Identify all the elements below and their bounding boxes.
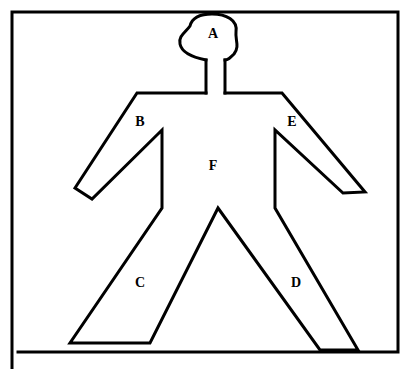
neck-line [224, 60, 227, 93]
neck-line [205, 60, 208, 93]
frame-line [12, 12, 398, 369]
part-label: F [209, 159, 218, 173]
part-label: C [135, 276, 145, 290]
head-outline [180, 14, 237, 60]
part-label: D [291, 276, 301, 290]
body-outline [70, 93, 365, 350]
part-label: A [208, 27, 218, 41]
part-label: E [287, 115, 296, 129]
part-label: B [135, 115, 144, 129]
